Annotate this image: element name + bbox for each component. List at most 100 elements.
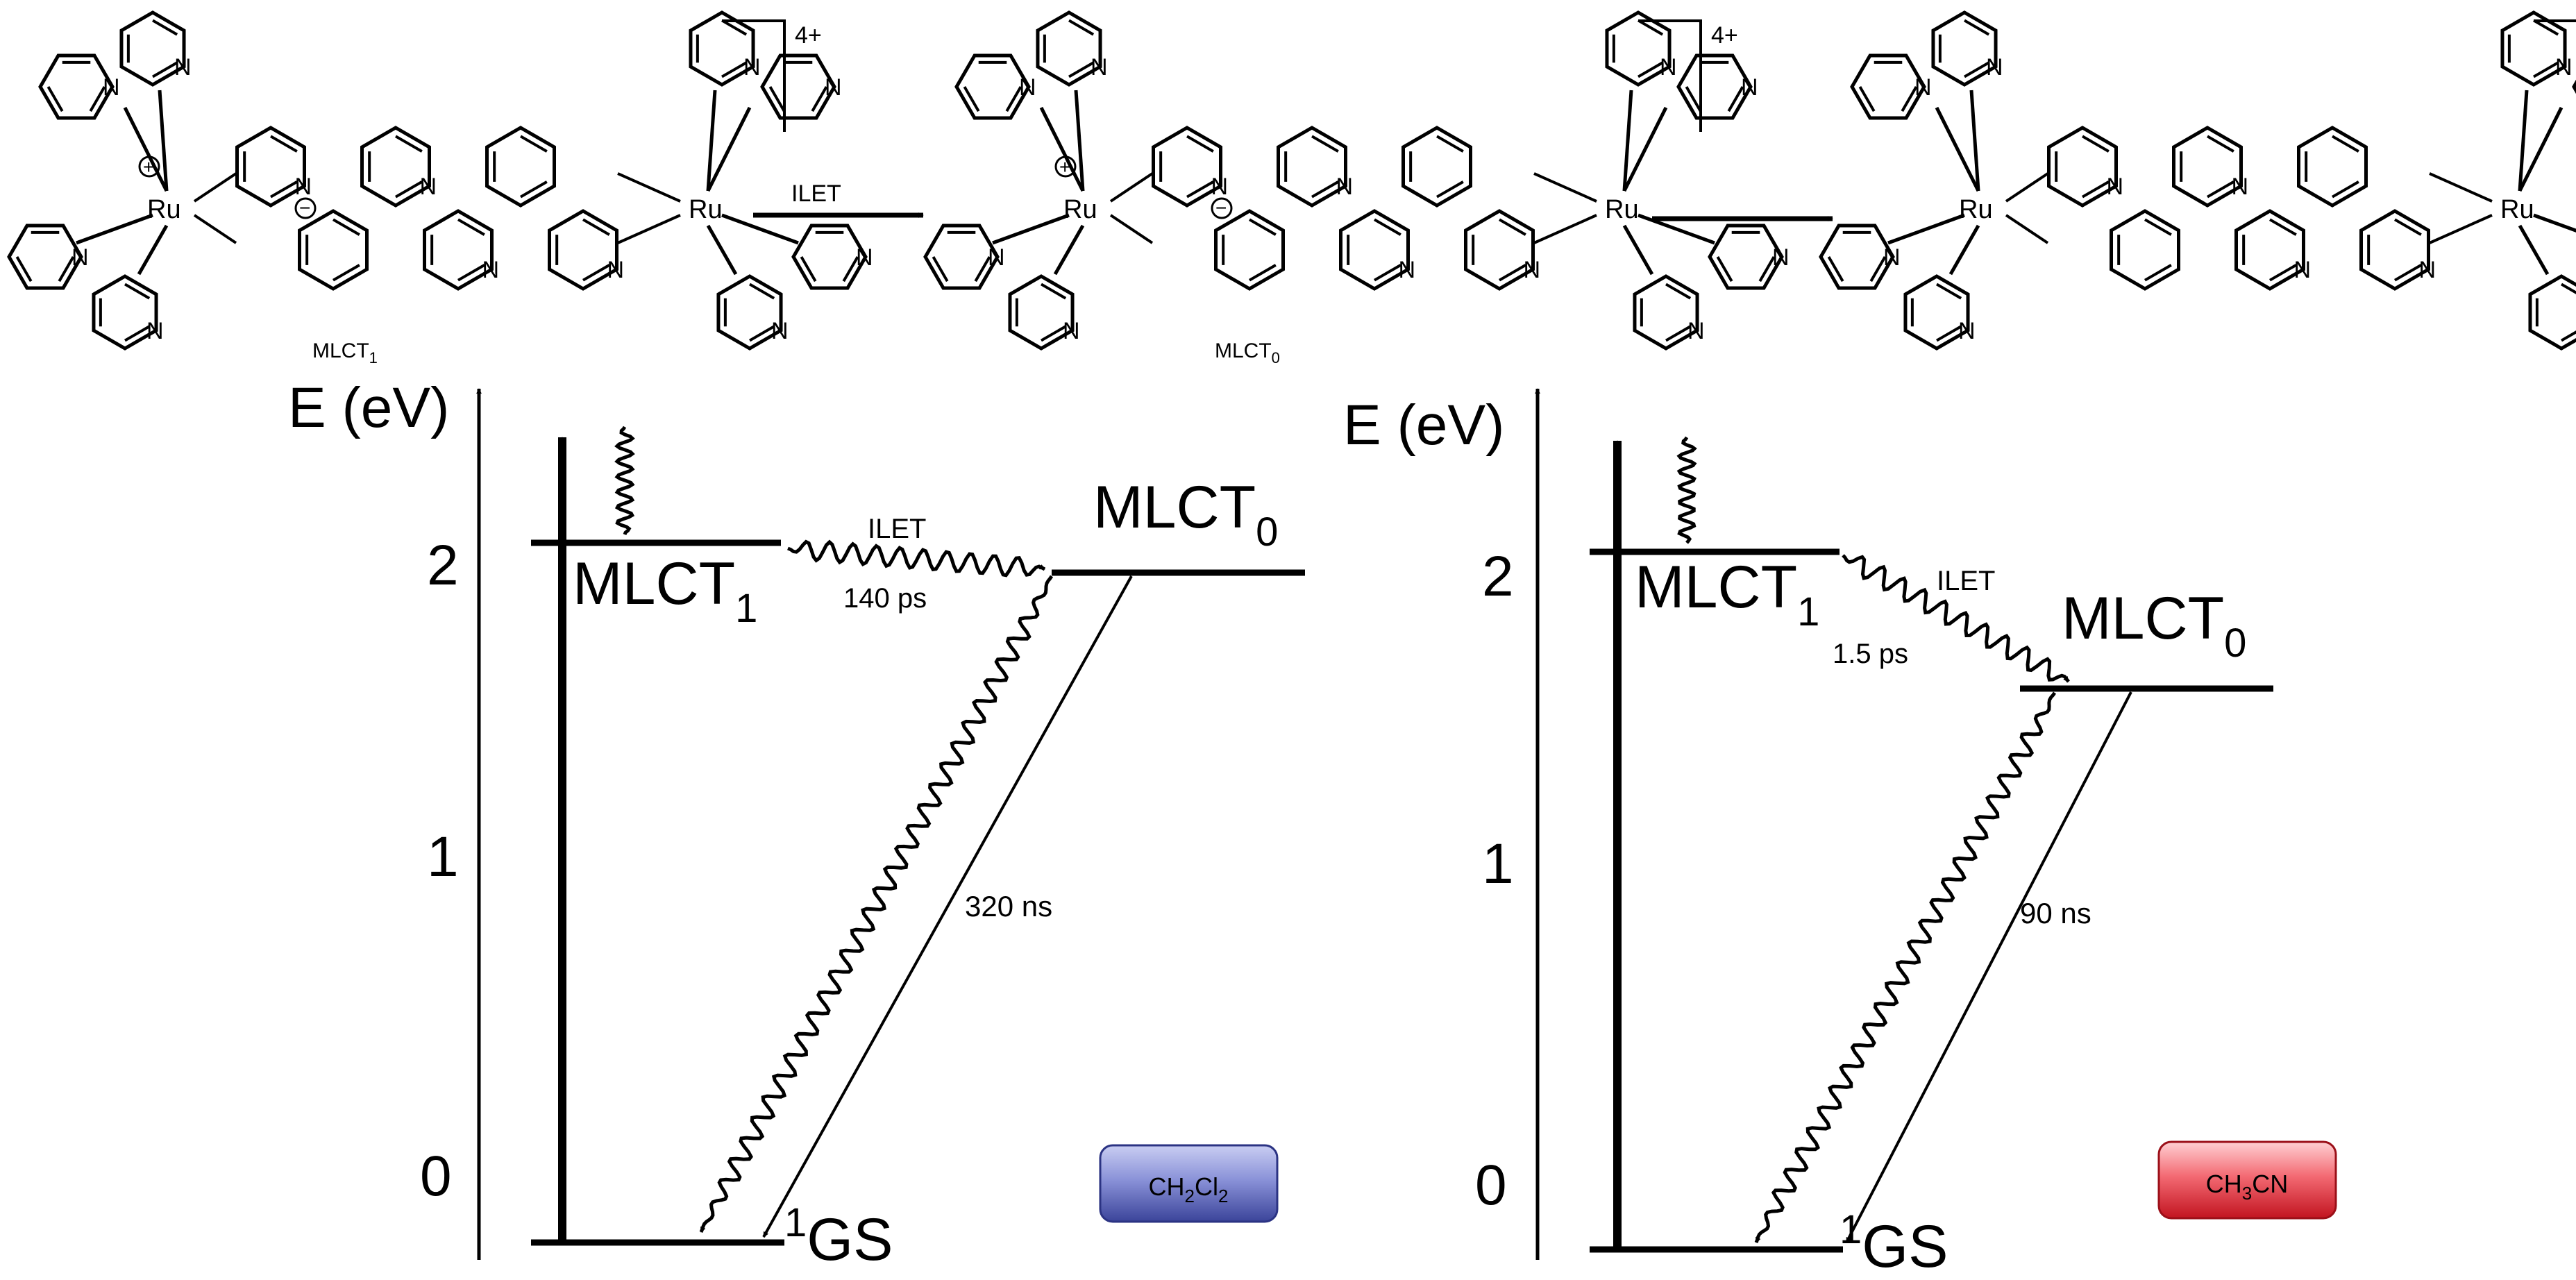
double-bond [1963, 61, 1990, 78]
nitrogen-label: N [1772, 244, 1790, 271]
pyridine-ring [2500, 10, 2567, 87]
pyridine-ring [1464, 209, 1535, 291]
absorption-squiggle [1676, 436, 1697, 544]
pyridine-ring [1277, 126, 1347, 208]
bond [158, 90, 169, 192]
double-bond [1637, 61, 1664, 78]
bond [1622, 90, 1633, 192]
nitrogen-label: N [1958, 318, 1976, 344]
nitrogen-label: N [856, 244, 873, 271]
double-bond [1186, 180, 1214, 199]
double-bond [332, 264, 360, 282]
double-bond [1858, 85, 1876, 112]
label-mlct1: MLCT1 [1635, 554, 1819, 634]
pyridine-ring [2047, 126, 2118, 208]
pyridine-ring [716, 274, 783, 351]
double-bond [395, 135, 423, 153]
double-bond [1374, 264, 1401, 282]
double-bond [1665, 283, 1692, 300]
double-bond [1068, 61, 1095, 78]
solvent-badge [2157, 1140, 2337, 1220]
bond [617, 172, 681, 203]
ilet-label: ILET [868, 514, 926, 544]
ruthenium-label: Ru [689, 195, 723, 224]
complex-charge: 4+ [795, 22, 822, 49]
charge-sign: + [143, 156, 154, 178]
double-bond [58, 255, 75, 283]
label-ground-state: 1GS [1840, 1207, 1948, 1277]
nitrogen-label: N [482, 257, 499, 283]
nitrogen-label: N [1687, 318, 1705, 344]
double-bond [1040, 325, 1067, 342]
bond [1638, 213, 1715, 245]
bond [2533, 213, 2576, 233]
double-bond [2268, 264, 2297, 282]
nitrogen-label: N [2106, 174, 2123, 200]
double-bond [1685, 85, 1702, 112]
ruthenium-label: Ru [1959, 195, 1993, 224]
axis-title: E (eV) [1343, 394, 1504, 457]
double-bond [2144, 218, 2172, 236]
double-bond [932, 255, 949, 283]
double-bond [152, 61, 178, 78]
nitrogen-label: N [743, 54, 761, 81]
nitrogen-label: N [1986, 54, 2003, 81]
ilet-transfer-arrow [787, 539, 1046, 578]
absorption-squiggle [614, 426, 635, 535]
double-bond [1665, 325, 1692, 342]
bond [2005, 214, 2049, 244]
double-bond [2268, 218, 2297, 236]
double-bond [1963, 19, 1990, 36]
nitrogen-label: N [1914, 74, 1932, 101]
tick-label-2: 2 [1482, 545, 1514, 608]
nitrogen-label: N [1211, 174, 1228, 200]
pyridine-ring [485, 126, 556, 208]
axis-title: E (eV) [288, 376, 449, 439]
nitrogen-label: N [1063, 318, 1080, 344]
double-bond [457, 264, 485, 282]
double-bond [124, 283, 151, 300]
double-bond [15, 255, 33, 283]
nitrogen-label: N [1523, 257, 1540, 283]
label-mlct0: MLCT0 [2062, 585, 2246, 666]
nitrogen-label: N [103, 74, 120, 101]
ilet-transfer-arrow [1842, 554, 2070, 683]
pyridine-ring [1676, 53, 1753, 120]
double-bond [1869, 255, 1887, 283]
tick-label-1: 1 [427, 825, 459, 889]
pyridine-ring [119, 10, 186, 87]
double-bond [1637, 19, 1664, 36]
double-bond [1901, 85, 1918, 112]
pyridine-ring [235, 126, 306, 208]
pyridine-ring [2110, 209, 2180, 291]
double-bond [152, 19, 178, 36]
decay-time: 320 ns [965, 890, 1052, 923]
nitrogen-label: N [607, 257, 624, 283]
double-bond [1249, 218, 1277, 236]
nitrogen-label: N [2293, 257, 2311, 283]
label-mlct0: MLCT0 [1093, 474, 1278, 555]
double-bond [47, 86, 64, 112]
nitrogen-label: N [2231, 174, 2248, 200]
pyridine-ring [1605, 10, 1672, 87]
double-bond [1827, 255, 1844, 283]
pyridine-ring [923, 224, 1000, 290]
nitrogen-label: N [1336, 174, 1353, 200]
double-bond [270, 180, 298, 199]
solvent-label: CH3CN [2206, 1170, 2288, 1204]
pyridine-ring [2234, 209, 2305, 291]
label-mlct1: MLCT1 [573, 550, 757, 631]
double-bond [1935, 283, 1962, 300]
double-bond [1436, 180, 1464, 199]
bond [1053, 224, 1085, 276]
double-bond [1498, 218, 1526, 236]
nonradiative-decay-arrow [1754, 691, 2057, 1243]
double-bond [89, 86, 106, 112]
bond [137, 224, 169, 276]
double-bond [1005, 85, 1022, 112]
double-bond [2560, 283, 2576, 294]
double-bond [1311, 180, 1339, 199]
nitrogen-label: N [1091, 54, 1108, 81]
double-bond [520, 135, 548, 153]
decay-time: 90 ns [2020, 897, 2091, 929]
